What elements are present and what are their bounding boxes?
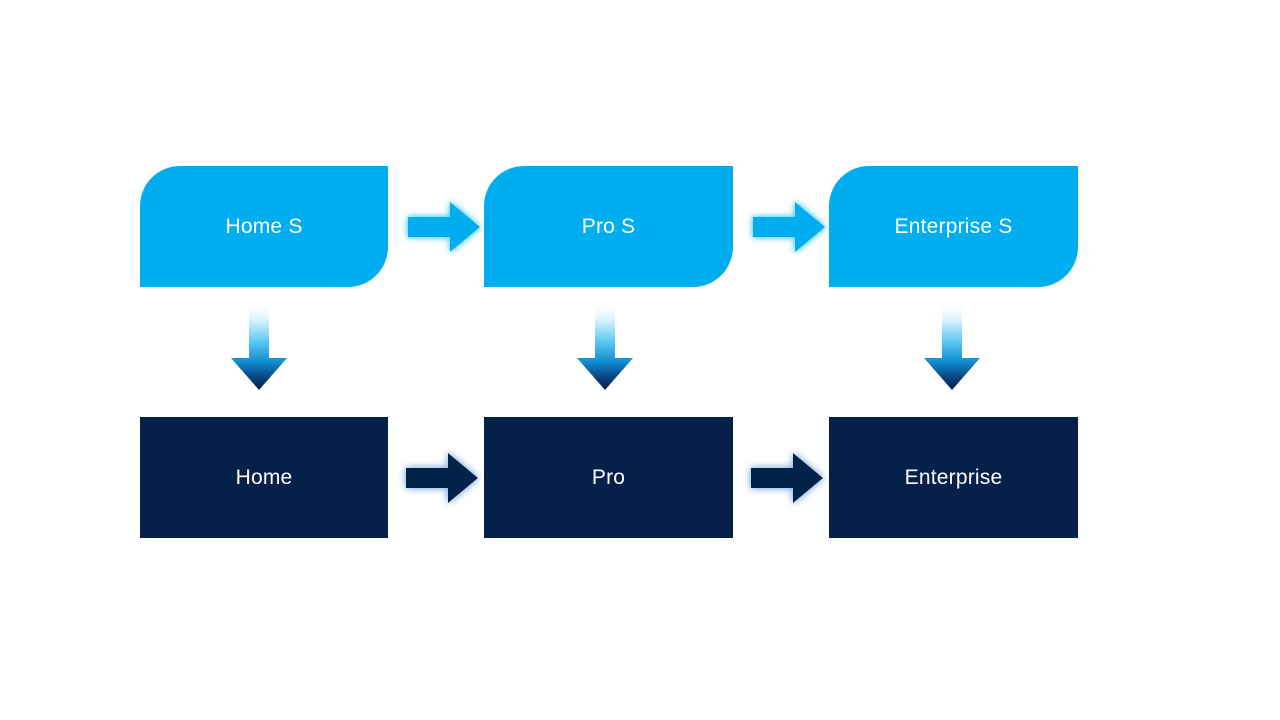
node-home-s-label: Home S xyxy=(225,214,303,238)
connector-pro-s-to-pro[interactable] xyxy=(574,306,636,392)
arrow-down-icon xyxy=(924,306,980,390)
node-pro-label: Pro xyxy=(591,465,626,489)
node-home[interactable]: Home xyxy=(140,417,388,538)
node-enterprise[interactable]: Enterprise xyxy=(829,417,1078,538)
node-home-s[interactable]: Home S xyxy=(140,166,388,287)
node-pro-s-label: Pro S xyxy=(581,214,636,238)
connector-enterprise-s-to-enterprise[interactable] xyxy=(921,306,983,392)
arrow-down-icon xyxy=(577,306,633,390)
arrow-right-icon xyxy=(751,453,823,503)
arrow-right-icon xyxy=(408,202,480,252)
connector-home-s-to-home[interactable] xyxy=(228,306,290,392)
arrow-right-icon xyxy=(753,202,825,252)
connector-pro-to-enterprise[interactable] xyxy=(749,450,825,506)
arrow-right-icon xyxy=(406,453,478,503)
arrow-down-icon xyxy=(231,306,287,390)
node-enterprise-s[interactable]: Enterprise S xyxy=(829,166,1078,287)
node-pro-s[interactable]: Pro S xyxy=(484,166,733,287)
node-home-label: Home xyxy=(235,465,293,489)
connector-home-to-pro[interactable] xyxy=(404,450,480,506)
node-pro[interactable]: Pro xyxy=(484,417,733,538)
connector-pro-s-to-enterprise-s[interactable] xyxy=(751,199,827,255)
node-enterprise-s-label: Enterprise S xyxy=(894,214,1013,238)
node-enterprise-label: Enterprise xyxy=(904,465,1003,489)
connector-home-s-to-pro-s[interactable] xyxy=(406,199,482,255)
